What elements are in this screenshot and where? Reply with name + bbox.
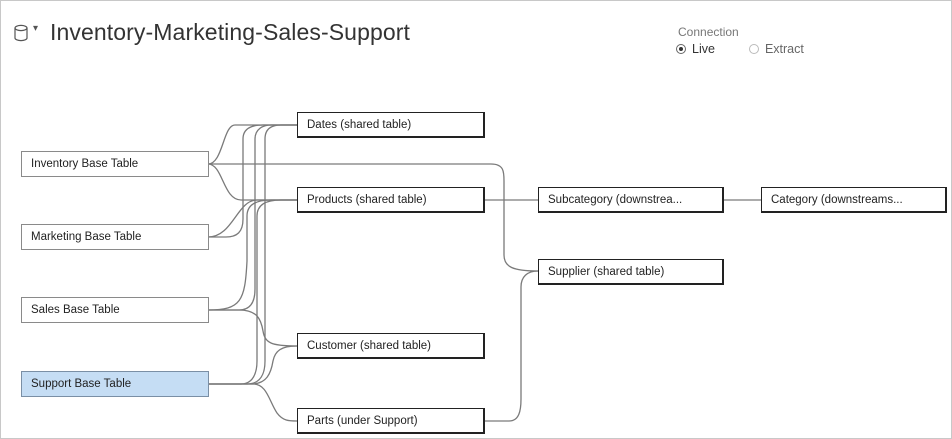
table-label: Parts (under Support) (307, 414, 418, 427)
live-label: Live (692, 42, 715, 56)
radio-unselected-icon[interactable] (748, 44, 759, 54)
relationship-line (207, 163, 298, 201)
relationship-line (484, 270, 539, 422)
relationship-line (207, 124, 298, 385)
live-radio[interactable]: Live (676, 42, 715, 56)
database-icon[interactable] (13, 24, 29, 42)
table-label: Subcategory (downstrea... (548, 193, 683, 206)
support-base-table[interactable]: Support Base Table (21, 371, 209, 397)
table-label: Inventory Base Table (31, 158, 139, 170)
subcategory-table[interactable]: Subcategory (downstrea... (538, 187, 724, 213)
table-label: Dates (shared table) (307, 118, 412, 131)
parts-table[interactable]: Parts (under Support) (297, 408, 485, 434)
table-label: Support Base Table (31, 378, 132, 390)
relationship-line (207, 199, 298, 385)
marketing-base-table[interactable]: Marketing Base Table (21, 224, 209, 250)
table-label: Category (downstreams... (771, 193, 903, 206)
header: ▾ Inventory-Marketing-Sales-Support (13, 19, 410, 46)
relationship-line (207, 199, 298, 311)
table-label: Sales Base Table (31, 304, 120, 316)
table-label: Products (shared table) (307, 193, 427, 206)
category-table[interactable]: Category (downstreams... (761, 187, 947, 213)
extract-radio[interactable]: Extract (748, 42, 804, 56)
chevron-down-icon[interactable]: ▾ (33, 23, 39, 34)
products-table[interactable]: Products (shared table) (297, 187, 485, 213)
relationship-line (207, 345, 298, 385)
table-label: Marketing Base Table (31, 231, 142, 243)
relationship-line (207, 309, 298, 347)
relationship-line (207, 163, 539, 272)
table-label: Supplier (shared table) (548, 265, 665, 278)
relationship-line (207, 124, 298, 311)
page-title: Inventory-Marketing-Sales-Support (50, 19, 410, 45)
radio-selected-icon[interactable] (676, 44, 686, 54)
sales-base-table[interactable]: Sales Base Table (21, 297, 209, 323)
relationship-line (207, 383, 298, 422)
inventory-base-table[interactable]: Inventory Base Table (21, 151, 209, 177)
relationship-line (207, 199, 298, 238)
connection-options: Live Extract (676, 42, 804, 56)
customer-table[interactable]: Customer (shared table) (297, 333, 485, 359)
dates-table[interactable]: Dates (shared table) (297, 112, 485, 138)
supplier-table[interactable]: Supplier (shared table) (538, 259, 724, 285)
relationship-line (207, 124, 298, 238)
connection-label: Connection (678, 25, 739, 39)
table-label: Customer (shared table) (307, 339, 431, 352)
extract-label: Extract (764, 42, 804, 56)
relationship-line (207, 124, 298, 165)
